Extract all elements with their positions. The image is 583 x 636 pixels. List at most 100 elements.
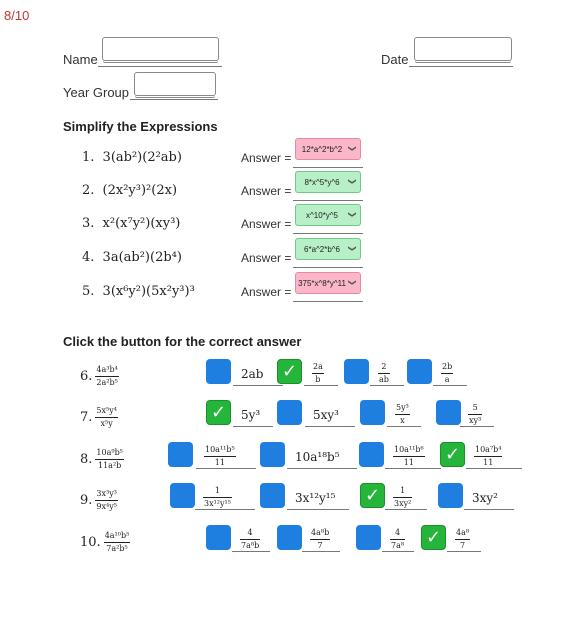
fraction-bar — [378, 373, 390, 374]
question-number: 4. — [82, 250, 95, 265]
option-fraction: 5y³ x — [395, 403, 410, 426]
answer-button[interactable] — [277, 525, 302, 550]
fraction-numerator: 10a¹¹b⁶ — [394, 445, 424, 454]
answer-button[interactable] — [360, 400, 385, 425]
fraction-bar — [395, 414, 410, 415]
answer-underline — [293, 301, 363, 302]
fraction-numerator: 10a¹¹b⁵ — [205, 445, 235, 454]
fraction-bar — [95, 376, 119, 377]
option-text: 3xy² — [472, 491, 498, 505]
fraction-denominator: x⁵y — [100, 419, 113, 428]
fraction-denominator: 11a²b — [98, 461, 122, 470]
answer-select-value: 6*a^2*b^6 — [304, 244, 340, 254]
answer-button[interactable] — [407, 359, 432, 384]
date-label: Date — [381, 52, 409, 67]
option-underline — [370, 385, 404, 386]
fraction-denominator: a — [444, 375, 450, 384]
checkmark-icon: ✓ — [210, 402, 227, 422]
fraction-denominator: xy³ — [469, 416, 482, 425]
option-underline — [433, 385, 467, 386]
answer-select-4[interactable]: 6*a^2*b^6 ❯ — [295, 238, 361, 260]
answer-button[interactable] — [277, 400, 302, 425]
question-expression: x²(x⁷y²)(xy³) — [102, 216, 181, 231]
button-question-5: 10. 4a¹⁰b⁵ 7a²b⁵ — [80, 531, 131, 554]
button-question-3: 8. 10a⁹b⁵ 11a²b — [80, 448, 124, 471]
chevron-down-icon: ❯ — [348, 245, 358, 252]
answer-button[interactable] — [170, 483, 195, 508]
answer-button[interactable] — [359, 442, 384, 467]
answer-underline — [293, 233, 363, 234]
name-input[interactable] — [102, 37, 219, 61]
fraction-denominator: b — [315, 375, 321, 384]
year-group-input[interactable] — [134, 72, 216, 96]
option-text: 3x¹²y¹⁵ — [295, 491, 336, 505]
fraction-numerator: 4a⁸b — [311, 528, 330, 537]
checkmark-icon: ✓ — [444, 444, 461, 464]
checked-answer-button[interactable]: ✓ — [277, 359, 302, 384]
option-underline — [466, 468, 522, 469]
checked-answer-button[interactable]: ✓ — [440, 442, 465, 467]
answer-button[interactable] — [344, 359, 369, 384]
option-fraction: 10a¹¹b⁵ 11 — [204, 445, 236, 468]
fraction-bar — [103, 542, 131, 543]
fraction-bar — [393, 497, 413, 498]
year-group-label: Year Group — [63, 85, 130, 100]
chevron-down-icon: ❯ — [348, 145, 358, 152]
answer-button[interactable] — [260, 483, 285, 508]
option-fraction: 10a⁷b⁴ 11 — [474, 445, 503, 468]
answer-button[interactable] — [260, 442, 285, 467]
fraction-bar — [474, 456, 503, 457]
option-underline — [447, 551, 481, 552]
answer-button[interactable] — [438, 483, 463, 508]
option-fraction: 2a b — [312, 362, 324, 385]
question-fraction: 4a³b⁴ 2a²b⁵ — [95, 365, 119, 388]
checked-answer-button[interactable]: ✓ — [206, 400, 231, 425]
question-number: 10. — [80, 535, 101, 550]
checked-answer-button[interactable]: ✓ — [360, 483, 385, 508]
option-text: 10a¹⁸b⁵ — [295, 450, 340, 464]
answer-select-1[interactable]: 12*a^2*b^2 ❯ — [295, 138, 361, 160]
fraction-numerator: 5 — [472, 403, 478, 412]
date-underline — [409, 66, 513, 67]
question-number: 3. — [82, 216, 95, 231]
answer-button[interactable] — [356, 525, 381, 550]
answer-select-5[interactable]: 375*x^8*y^11 ❯ — [295, 272, 361, 294]
fraction-bar — [95, 500, 118, 501]
option-underline — [233, 385, 283, 386]
question-number: 5. — [82, 284, 95, 299]
fraction-denominator: 11 — [403, 458, 414, 467]
answer-underline — [293, 267, 363, 268]
year-group-underline — [130, 99, 218, 100]
fraction-bar — [240, 539, 261, 540]
option-underline — [304, 385, 338, 386]
answer-select-3[interactable]: x^10*y^5 ❯ — [295, 204, 361, 226]
option-underline — [232, 551, 270, 552]
name-underline — [98, 66, 222, 67]
option-fraction: 10a¹¹b⁶ 11 — [393, 445, 425, 468]
simplify-question-1: 1. 3(ab²)(2²ab) — [82, 150, 182, 165]
checkmark-icon: ✓ — [425, 527, 442, 547]
question-fraction: 10a⁹b⁵ 11a²b — [95, 448, 124, 471]
checked-answer-button[interactable]: ✓ — [421, 525, 446, 550]
answer-button[interactable] — [206, 525, 231, 550]
answer-button[interactable] — [168, 442, 193, 467]
question-number: 1. — [82, 150, 95, 165]
option-underline — [196, 468, 256, 469]
fraction-denominator: 7a⁸ — [391, 541, 405, 550]
answer-button[interactable] — [436, 400, 461, 425]
question-number: 8. — [80, 452, 93, 467]
simplify-question-5: 5. 3(x⁶y²)(5x²y³)³ — [82, 284, 195, 299]
fraction-denominator: 3x¹²y¹⁵ — [204, 499, 231, 508]
date-input[interactable] — [414, 37, 512, 61]
question-number: 6. — [80, 369, 93, 384]
fraction-bar — [203, 497, 232, 498]
fraction-numerator: 2b — [442, 362, 453, 371]
question-number: 2. — [82, 183, 95, 198]
answer-button[interactable] — [206, 359, 231, 384]
fraction-bar — [393, 456, 425, 457]
option-fraction: 4 7a⁸ — [390, 528, 406, 551]
option-underline — [385, 509, 427, 510]
button-question-2: 7. 5x⁵y⁴ x⁵y — [80, 406, 118, 429]
fraction-numerator: 4a³b⁴ — [96, 365, 118, 374]
answer-select-2[interactable]: 8*x^5*y^6 ❯ — [295, 171, 361, 193]
